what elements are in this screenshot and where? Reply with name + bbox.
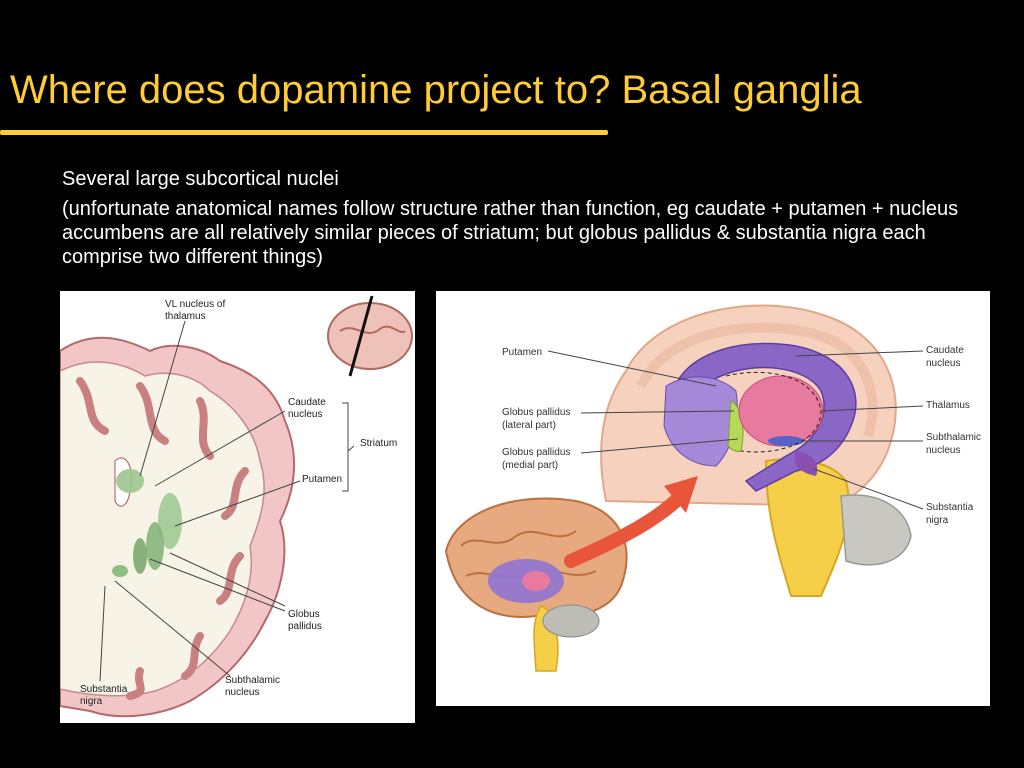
basal-ganglia-illustration	[444, 304, 924, 672]
basal-ganglia-3d-figure: Putamen Globus pallidus (lateral part) G…	[436, 291, 990, 706]
slide-title: Where does dopamine project to? Basal ga…	[10, 68, 862, 112]
coronal-section-illustration	[60, 295, 413, 718]
slide-body: Several large subcortical nuclei (unfort…	[62, 167, 982, 275]
label-caudate: Caudate nucleus	[288, 397, 326, 420]
label-putamen-3d: Putamen	[502, 347, 543, 358]
label-caudate-3d: Caudate nucleus	[926, 345, 964, 369]
label-thalamus-3d: Thalamus	[926, 400, 970, 411]
label-gp-medial: Globus pallidus (medial part)	[502, 447, 571, 471]
label-putamen: Putamen	[302, 474, 343, 485]
label-substantia-nigra: Substantia nigra	[80, 684, 128, 707]
title-underline	[0, 130, 608, 135]
label-subthalamic: Subthalamic nucleus	[225, 675, 281, 698]
label-globus-pallidus: Globus pallidus	[288, 609, 322, 632]
label-subthalamic-3d: Subthalamic nucleus	[926, 432, 982, 456]
label-substantia-nigra-3d: Substantia nigra	[926, 502, 974, 526]
bullet-1: Several large subcortical nuclei	[62, 168, 339, 190]
bullet-2: (unfortunate anatomical names follow str…	[62, 198, 959, 268]
label-striatum: Striatum	[360, 438, 398, 449]
label-gp-lateral: Globus pallidus (lateral part)	[502, 407, 571, 431]
coronal-section-figure: VL nucleus of thalamus Caudate nucleus S…	[60, 291, 415, 723]
label-vl-nucleus: VL nucleus of thalamus	[165, 299, 226, 322]
